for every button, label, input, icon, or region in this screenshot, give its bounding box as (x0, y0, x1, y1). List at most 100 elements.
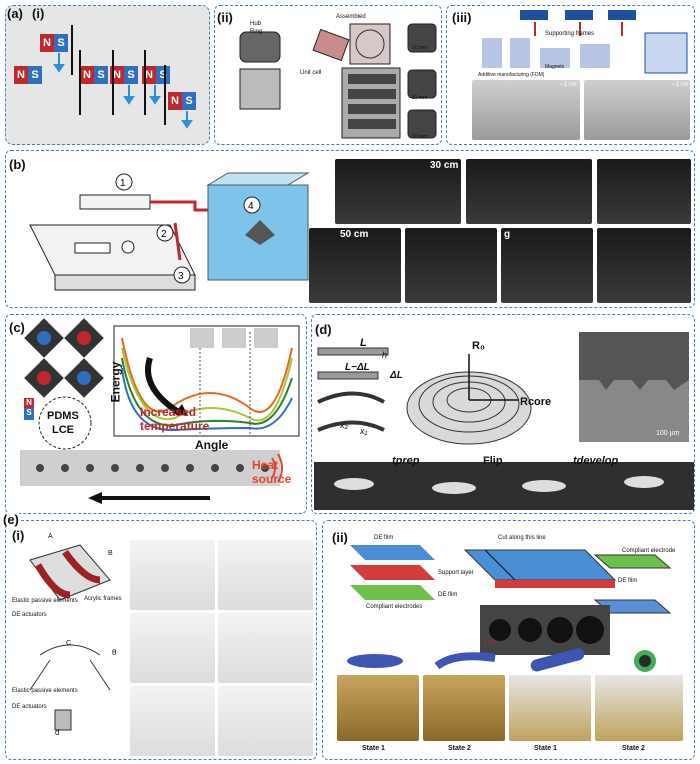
e-ii-photo-3 (509, 675, 591, 741)
e-i-de-1: DE actuators (12, 612, 47, 618)
panel-e-i-diagram (29, 544, 111, 731)
svg-text:4: 4 (248, 201, 254, 212)
e-ii-photo-1 (337, 675, 419, 741)
panel-a-iii-illustration (482, 10, 688, 74)
e-ii-state-2b: State 2 (622, 745, 645, 752)
a-ii-scale-1: 10 mm (412, 45, 428, 51)
e-i-A: A (48, 533, 53, 540)
e-ii-cut: Cut along this line (498, 535, 546, 541)
e-i-B: B (108, 550, 113, 557)
e-ii-shape-icons (347, 648, 656, 672)
e-i-acrylic: Acrylic frames (84, 596, 122, 602)
hub-label: Hub (250, 21, 262, 27)
d-L-dL-label: L−ΔL (345, 362, 370, 373)
panel-c (5, 314, 307, 514)
e-ii-scale: 1 cm (484, 640, 498, 646)
b-photo-2 (466, 159, 592, 224)
d-tprep-label: tprep (392, 455, 420, 467)
panel-a-label: (a) (7, 6, 23, 21)
angle-axis-label: Angle (195, 438, 229, 452)
e-i-photo-4 (218, 540, 313, 610)
d-scale-label: 100 µm (656, 430, 680, 437)
pdms-label: PDMS (47, 410, 79, 422)
e-i-photo-3 (130, 686, 215, 756)
e-i-C: C (66, 640, 72, 647)
energy-axis-label: Energy (108, 361, 123, 403)
syringe-pump-diagram: 1 2 3 4 (29, 172, 310, 291)
e-i-photo-2 (130, 613, 215, 683)
b-photo-4 (309, 228, 401, 303)
b-g-label: g (504, 229, 511, 240)
ring-label: Ring (250, 29, 263, 35)
d-L-label: L (360, 337, 367, 349)
e-ii-compliant-1: Compliant electrodes (366, 604, 423, 610)
heat-label: Heat (252, 458, 279, 472)
panel-c-diagram (20, 318, 300, 504)
svg-text:2: 2 (161, 229, 167, 240)
a-iii-scale-2: ~1 cm (672, 82, 689, 88)
panel-e-i-label: (i) (12, 528, 25, 543)
e-i-de-2: DE actuators (12, 704, 47, 710)
panel-a-ii-label: (ii) (217, 10, 233, 25)
panel-b (5, 150, 695, 308)
e-ii-de-film-3: DE film (618, 578, 638, 584)
panel-d-label: (d) (315, 322, 332, 337)
a-iii-scale-1: ~1 cm (560, 82, 577, 88)
e-i-elastic-2: Elastic passive elements (12, 688, 78, 694)
supporting-frames-label: Supporting frames (545, 31, 595, 37)
increased-label: Increased (140, 405, 197, 419)
lce-label: LCE (52, 424, 74, 436)
e-ii-photo-4 (595, 675, 683, 741)
panel-c-label: (c) (9, 320, 25, 335)
source-label: source (252, 472, 292, 486)
d-x1-label: x₁ (360, 426, 368, 436)
panel-d (311, 314, 695, 514)
panel-d-diagram (314, 332, 694, 510)
panel-b-label: (b) (9, 157, 26, 172)
b-photo-5 (405, 228, 497, 303)
e-ii-compliant-2: Compliant electrode (622, 548, 676, 554)
b-photo-7 (597, 228, 691, 303)
svg-text:1: 1 (120, 178, 126, 189)
d-flip-label: Flip (483, 455, 503, 467)
e-i-photo-6 (218, 686, 313, 756)
panel-e-i (5, 520, 317, 760)
e-ii-state-1b: State 1 (534, 745, 557, 752)
unit-cell-label: Unit cell (300, 70, 322, 76)
e-ii-state-2a: State 2 (448, 745, 471, 752)
a-iii-photo-left (472, 80, 580, 140)
b-scale-bottom: 50 cm (340, 229, 369, 240)
e-ii-support: Support layer (438, 570, 474, 576)
panel-e-ii-label: (ii) (332, 530, 348, 545)
assembled-label: Assembled (336, 14, 366, 20)
e-ii-photo-2 (423, 675, 505, 741)
d-Rcore-label: Rcore (520, 396, 552, 408)
a-ii-scale-3: 10 mm (412, 134, 428, 140)
additive-manufacturing-label: Additive manufacturing (FDM) (478, 72, 545, 78)
d-R0-label: R₀ (472, 340, 485, 352)
e-i-photo-5 (218, 613, 313, 683)
svg-text:3: 3 (178, 271, 184, 282)
a-iii-photo-right (584, 80, 690, 140)
d-tdevelop-label: tdevelop (573, 455, 619, 467)
e-ii-state-1a: State 1 (362, 745, 385, 752)
panel-a-i-lines (53, 25, 193, 129)
e-ii-de-film-1: DE film (374, 535, 394, 541)
panel-e-ii (322, 520, 695, 760)
d-h-label: h (382, 350, 388, 360)
panel-a-ii-illustration (239, 23, 437, 139)
b-photo-3 (597, 159, 691, 224)
e-ii-de-film-2: DE film (438, 592, 458, 598)
d-dL-label: ΔL (390, 370, 403, 381)
d-x2-label: x₂ (340, 420, 348, 430)
b-photo-6 (501, 228, 593, 303)
e-i-elastic-1: Elastic passive elements (12, 598, 78, 604)
panel-a-i-label: (i) (32, 6, 45, 21)
e-i-photo-1 (130, 540, 215, 610)
temperature-label: temperature (140, 419, 210, 433)
panel-a-ii (214, 5, 442, 145)
